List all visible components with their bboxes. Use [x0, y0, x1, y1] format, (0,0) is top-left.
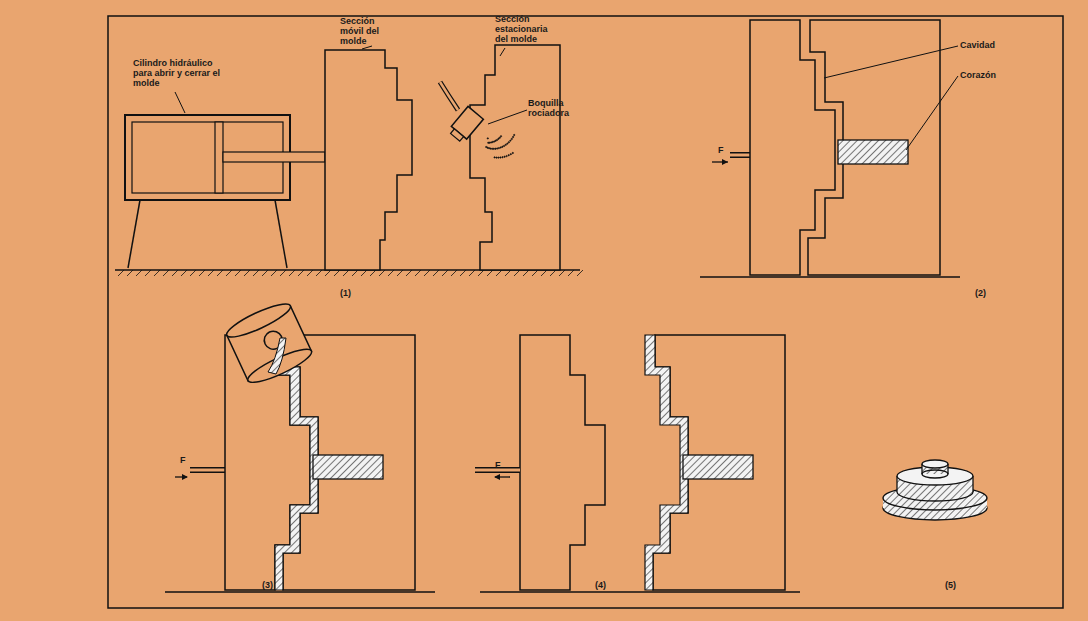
force-label: F	[495, 460, 501, 470]
step-number: (1)	[340, 288, 351, 298]
step-number: (5)	[945, 580, 956, 590]
step-number: (4)	[595, 580, 606, 590]
step-number: (2)	[975, 288, 986, 298]
part-label: Cavidad	[960, 40, 995, 50]
part-label: Sección estacionaria del molde	[495, 14, 557, 44]
part-label: Corazón	[960, 70, 996, 80]
part-label: Sección móvil del molde	[340, 16, 392, 46]
force-label: F	[180, 455, 186, 465]
part-label: Cilindro hidráulico para abrir y cerrar …	[133, 58, 228, 88]
force-label: F	[718, 145, 724, 155]
part-label: Boquilla rociadora	[528, 98, 590, 118]
step-number: (3)	[262, 580, 273, 590]
